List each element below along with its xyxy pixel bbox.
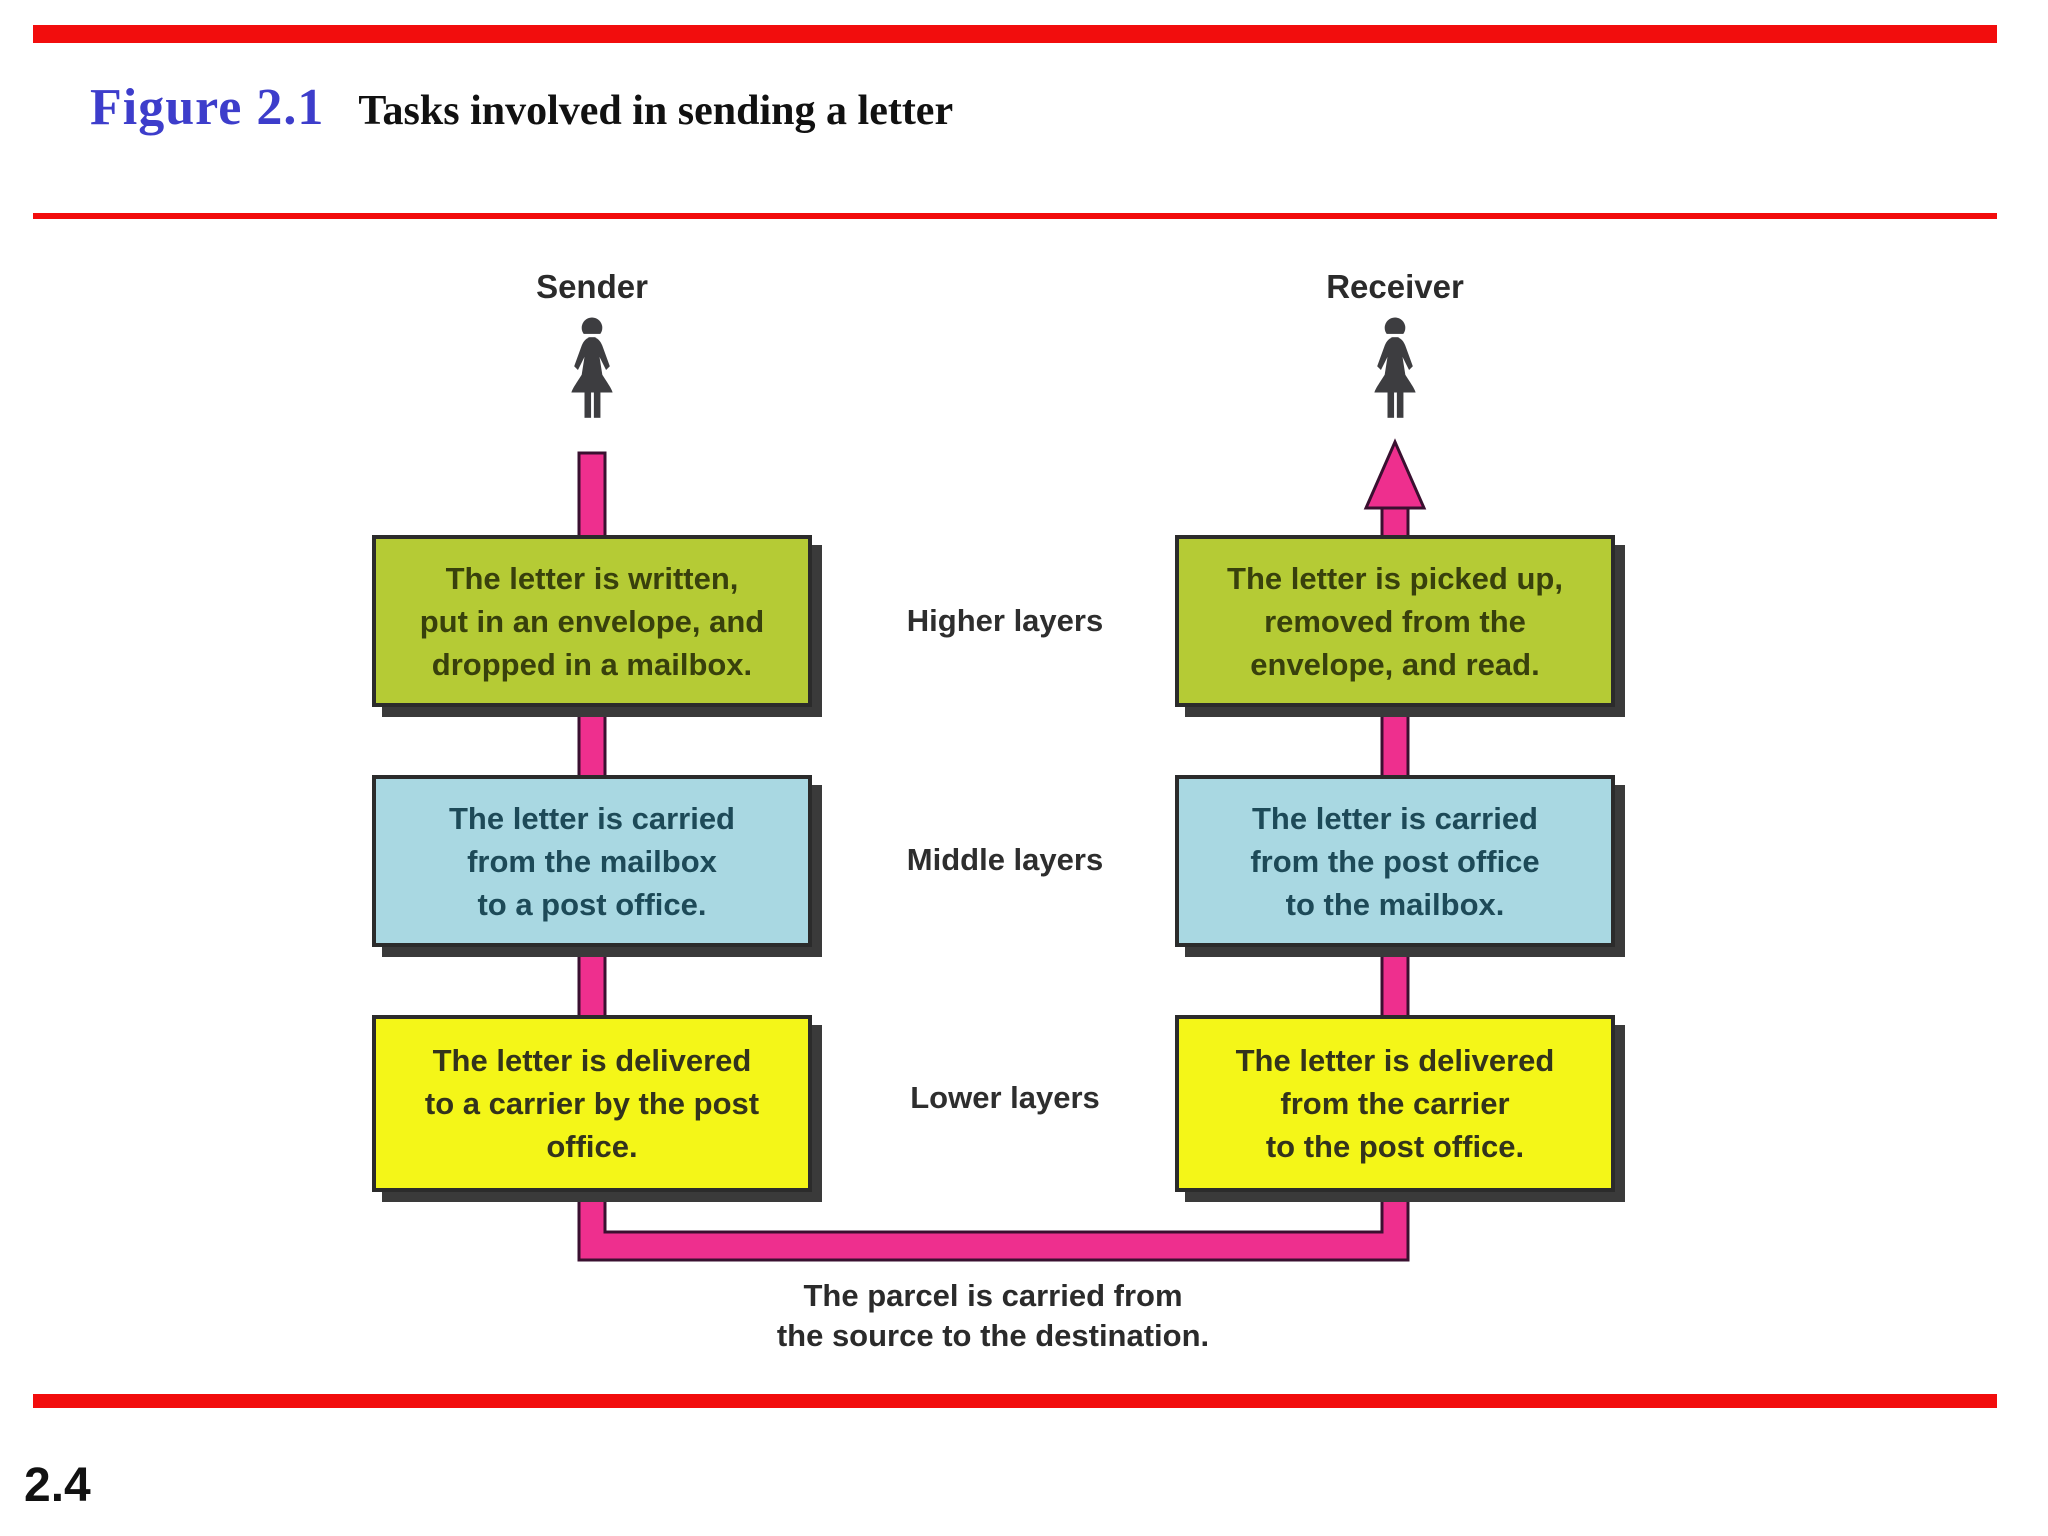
bottom-red-bar — [33, 1394, 1997, 1408]
lower-layers-label: Lower layers — [910, 1080, 1100, 1115]
sender-lower-layer-box: The letter is delivered to a carrier by … — [372, 1015, 812, 1192]
sender-person-icon — [571, 317, 613, 418]
top-red-bar — [33, 25, 1997, 43]
receiver-label: Receiver — [1326, 268, 1464, 305]
sender-middle-layer-box: The letter is carried from the mailbox t… — [372, 775, 812, 947]
receiver-lower-layer-box: The letter is delivered from the carrier… — [1175, 1015, 1615, 1192]
middle-layers-label: Middle layers — [906, 842, 1104, 877]
figure-caption: Tasks involved in sending a letter — [358, 88, 954, 134]
receiver-person-icon — [1374, 317, 1416, 418]
physical-transfer-caption: The parcel is carried from the source to… — [776, 1278, 1210, 1353]
flow-arrowhead-up-icon — [1363, 438, 1427, 510]
page-number: 2.4 — [24, 1459, 91, 1512]
sender-label: Sender — [536, 268, 648, 305]
receiver-middle-layer-box: The letter is carried from the post offi… — [1175, 775, 1615, 947]
slide-header: Figure 2.1 Tasks involved in sending a l… — [90, 78, 1890, 137]
receiver-higher-layer-box: The letter is picked up, removed from th… — [1175, 535, 1615, 707]
title-underline-rule — [33, 213, 1997, 219]
sender-higher-layer-box: The letter is written, put in an envelop… — [372, 535, 812, 707]
figure-number: Figure 2.1 — [90, 79, 325, 136]
higher-layers-label: Higher layers — [906, 603, 1104, 638]
